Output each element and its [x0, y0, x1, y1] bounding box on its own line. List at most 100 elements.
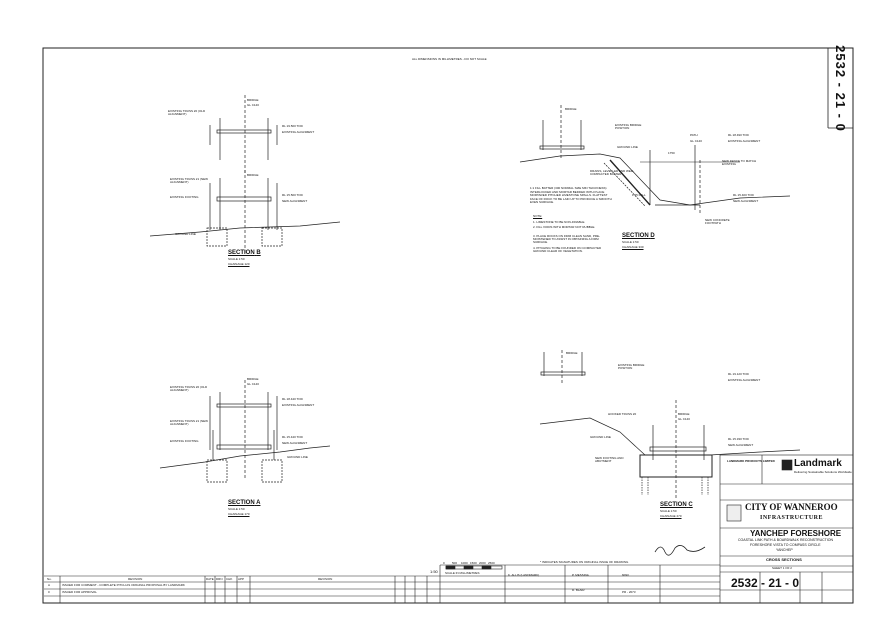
- company-subtitle: Delivering Sustainable Solutions Worldwi…: [794, 470, 852, 474]
- sec-b-gl-label: GL C140: [247, 103, 259, 107]
- sec-b-existing-truss-label: EXISTING TRUSS 20 (OLD ALIGNMENT): [168, 109, 206, 116]
- sec-a-chainage: CHAINAGE 170: [228, 512, 250, 516]
- sec-d-note-3: 3. PLACE ROCKS ON FIRM CLEAN SAND, PRE-M…: [533, 234, 601, 244]
- rev-header-date: DATE: [206, 577, 214, 581]
- sec-d-concrete-label: NEW CONCRETE FOOTPATH: [705, 218, 730, 225]
- signature-note: * INDICATES SIGNATURES ON ORIGINAL ISSUE…: [540, 560, 629, 564]
- section-a-drawing: [159, 380, 331, 483]
- sec-d-rl-top-label: RL 18.490 TOD: [728, 133, 749, 137]
- rev-header-approved: APP: [238, 577, 245, 581]
- checked-by: P. MESSINA: [572, 573, 589, 577]
- sec-a-scale: SCALE 1:50: [228, 507, 245, 511]
- drawing-number: 2532 - 21 - 0: [731, 576, 800, 590]
- sec-c-new-align-label: NEW ALIGNMENT: [728, 443, 754, 447]
- sec-a-ground-label: GROUND LINE: [287, 455, 308, 459]
- sec-d-new-fence-label: NEW FENCE TO MATCH EXISTING: [722, 159, 757, 166]
- sec-b-scale: SCALE 1:50: [228, 257, 245, 261]
- sec-d-existing-align-label: EXISTING ALIGNMENT: [728, 139, 761, 143]
- rev-header-no: No.: [47, 577, 52, 581]
- sec-a-bridge-label: BRIDGE: [247, 377, 259, 381]
- landmark-products-label: LANDMARK PRODUCTS LIMITED: [727, 459, 775, 463]
- sec-c-scale: SCALE 1:50: [660, 509, 677, 513]
- sec-d-notes-title: NOTE:: [533, 214, 543, 218]
- scale-tick-0: 0: [443, 561, 445, 565]
- sec-b-title: SECTION B: [228, 250, 261, 256]
- sec-a-existing-truss-label: EXISTING TRUSS 20 (OLD ALIGNMENT): [170, 385, 208, 392]
- project-desc-2: FORESHORE VISTA TO COMPASS CIRCLE: [750, 543, 821, 547]
- sec-d-note-4: 4. PITCHING TO BE FOUNDED ON COMPACTED G…: [533, 246, 602, 253]
- sec-d-note-2: 2. FILL VOIDS WITH MORTAR NOT RUBBLE.: [533, 225, 596, 229]
- project-desc-1: COASTAL LINK PATH & BOARDWALK RECONSTRUC…: [738, 538, 834, 542]
- drawing-number-vertical: 2532 - 21 - 0: [832, 44, 848, 132]
- project-number: PR - 2073: [622, 590, 636, 594]
- sec-d-gl-label: GL C140: [690, 139, 702, 143]
- sec-a-existing-align-label: EXISTING ALIGNMENT: [282, 403, 315, 407]
- sec-a-rl-low-label: RL 15.440 TOD: [282, 435, 303, 439]
- scale-label: SCALE IN MILLIMETRES: [445, 571, 480, 575]
- sec-c-existing-bridge-label: EXISTING BRIDGE POSITION: [618, 363, 645, 370]
- section-d-drawing: [519, 105, 791, 215]
- rev-row-1-desc: ISSUED FOR COMMENT - COMPLETE PITCH AS O…: [62, 583, 185, 587]
- rev-header-drawn: DRN: [216, 577, 223, 581]
- rev-row-2-desc: ISSUED FOR APPROVAL: [62, 590, 97, 594]
- drawn-by: K. ALLIS (LANDMARK): [508, 573, 540, 577]
- sec-c-existing-align-label: EXISTING ALIGNMENT: [728, 378, 761, 382]
- sec-a-new-truss-label: EXISTING TRUSS 21 (NEW ALIGNMENT): [170, 419, 208, 426]
- project-desc-3: YANCHEP: [776, 548, 793, 552]
- sec-d-note-1: 1. LIMESTONE TO BE NON-FRIABLE.: [533, 220, 586, 224]
- sec-d-new-align-label: NEW ALIGNMENT: [733, 199, 759, 203]
- sec-c-chainage: CHAINAGE 270: [660, 514, 682, 518]
- scale-tick-1500: 1500: [470, 561, 477, 565]
- header-note: ALL DIMENSIONS IN MILLIMETRES - DO NOT S…: [412, 57, 487, 61]
- sec-a-title: SECTION A: [228, 500, 261, 506]
- rev-header-desc: REVISION: [128, 577, 143, 581]
- sec-b-existing-align-label: EXISTING ALIGNMENT: [282, 130, 315, 134]
- sec-d-scale: SCALE 1:50: [622, 240, 639, 244]
- title-block-grid: [44, 454, 854, 604]
- section-c-drawing: [539, 350, 801, 500]
- sec-c-rl-top-label: RL 19.120 TOD: [728, 372, 749, 376]
- scale-tick-1000: 1000: [461, 561, 468, 565]
- rev-row-1-no: A: [48, 583, 51, 587]
- sec-b-bridge2-label: BRIDGE: [247, 173, 259, 177]
- sec-d-groundline-label: GROUND LINE: [617, 145, 638, 149]
- sec-b-chainage: CHAINAGE 120: [228, 262, 250, 266]
- sec-d-drains-label: DRAINS, LEVELLED AND WELL COMPACTED BATT…: [590, 169, 635, 176]
- sec-c-gl-label: GL C140: [678, 417, 690, 421]
- sec-d-bridge-label: BRIDGE: [565, 107, 577, 111]
- sec-a-rl-top-label: RL 18.440 TOD: [282, 397, 303, 401]
- sec-a-new-align-label: NEW ALIGNMENT: [282, 441, 308, 445]
- sec-b-new-truss-label: EXISTING TRUSS 21 (NEW ALIGNMENT): [170, 177, 208, 184]
- sec-b-bridge-label: BRIDGE: [247, 98, 259, 102]
- sheet-number: SHEET 1 OF 2: [772, 566, 792, 570]
- sec-d-rl-low-label: RL 15.400 TOD: [733, 193, 754, 197]
- rev-row-2-no: 0: [48, 590, 50, 594]
- sheet-title: CROSS SECTIONS: [766, 557, 802, 562]
- rev-header-desc-2: REVISION: [318, 577, 333, 581]
- sec-c-rl-low-label: RL 15.330 TOD: [728, 437, 749, 441]
- sec-d-path-label: PATH: [690, 133, 698, 137]
- scale-tick-2000: 2000: [479, 561, 486, 565]
- sec-a-gl-label: GL C140: [247, 382, 259, 386]
- sec-c-title: SECTION C: [660, 502, 693, 508]
- sec-b-ground-label: GROUND LINE: [175, 232, 196, 236]
- sec-c-bridge2-label: BRIDGE: [678, 412, 690, 416]
- client-subtitle: INFRASTRUCTURE: [760, 515, 824, 521]
- project-title: YANCHEP FORESHORE: [750, 529, 842, 538]
- sec-c-bridge-label: BRIDGE: [566, 351, 578, 355]
- sec-b-rl-top-label: RL 19.500 TOD: [282, 124, 303, 128]
- approved-by: D. BLAIR: [572, 588, 585, 592]
- sec-b-footing-label: EXISTING FOOTING: [170, 195, 199, 199]
- sec-d-fall-label: 1:25 FALL: [632, 193, 646, 197]
- sec-b-new-align-label: NEW ALIGNMENT: [282, 199, 308, 203]
- scale-tick-2500: 2500: [488, 561, 495, 565]
- sec-d-chainage: CHAINAGE 330: [622, 245, 644, 249]
- sec-b-rl-low-label: RL 15.500 TOD: [282, 193, 303, 197]
- sec-a-footing-label: EXISTING FOOTING: [170, 439, 199, 443]
- rev-header-checked: CHK: [226, 577, 233, 581]
- sec-d-batter-note: 1:1 FILL BATTER (300 NORMAL SIZE MIN THI…: [530, 186, 612, 205]
- scale-ratio: 1:50: [430, 569, 438, 574]
- sec-d-title: SECTION D: [622, 233, 655, 239]
- sec-d-existing-bridge-label: EXISTING BRIDGE POSITION: [615, 123, 642, 130]
